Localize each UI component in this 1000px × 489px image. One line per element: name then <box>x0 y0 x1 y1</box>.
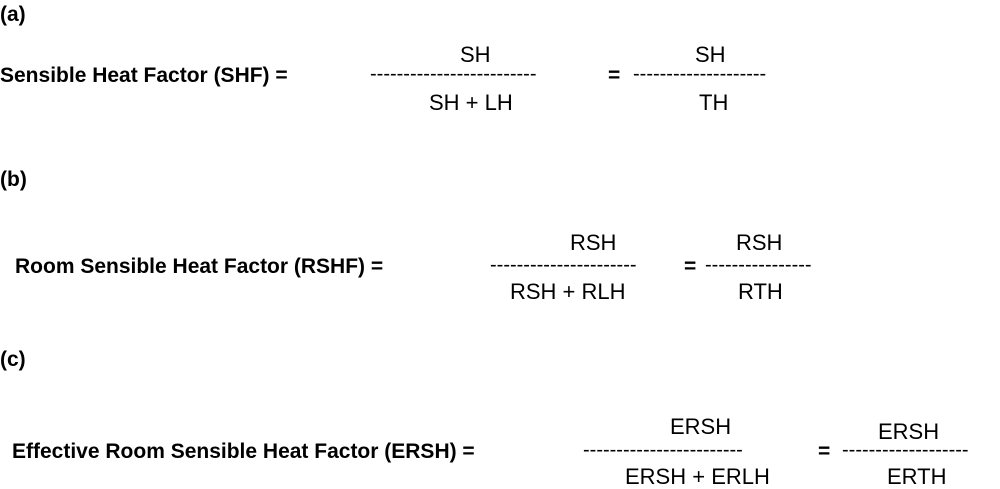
fraction-bar-ersh-2: ------------------- <box>842 439 969 461</box>
fraction-denominator-rth: RTH <box>738 279 783 304</box>
fraction-bar-rshf-2: ---------------- <box>705 254 812 276</box>
fraction-bar-ersh-1: ------------------------ <box>583 439 743 461</box>
fraction-numerator-sh: SH <box>460 42 491 67</box>
equals-sign-rshf: = <box>684 255 697 278</box>
equals-sign-ersh: = <box>818 440 831 463</box>
section-label-a: (a) <box>0 3 26 26</box>
equals-sign-shf: = <box>608 64 621 87</box>
fraction-denominator-sh-lh: SH + LH <box>429 90 513 115</box>
fraction-denominator-rsh-rlh: RSH + RLH <box>510 279 626 304</box>
equation-lhs-ersh: Effective Room Sensible Heat Factor (ERS… <box>12 440 475 463</box>
fraction-bar-shf-1: ------------------------- <box>370 63 537 85</box>
fraction-denominator-th: TH <box>699 90 729 115</box>
fraction-numerator-ersh-2: ERSH <box>878 419 940 444</box>
fraction-bar-shf-2: -------------------- <box>633 63 767 85</box>
section-label-b: (b) <box>0 168 27 191</box>
fraction-numerator-rsh: RSH <box>570 230 617 255</box>
fraction-numerator-ersh: ERSH <box>670 414 732 439</box>
fraction-bar-rshf-1: ---------------------- <box>490 254 637 276</box>
fraction-denominator-ersh-erlh: ERSH + ERLH <box>625 464 770 489</box>
section-label-c: (c) <box>0 348 26 371</box>
equation-lhs-rshf: Room Sensible Heat Factor (RSHF) = <box>15 255 384 278</box>
equation-lhs-shf: Sensible Heat Factor (SHF) = <box>0 64 288 87</box>
fraction-denominator-erth: ERTH <box>887 464 947 489</box>
fraction-numerator-rsh-2: RSH <box>736 230 783 255</box>
fraction-numerator-sh-2: SH <box>695 42 726 67</box>
